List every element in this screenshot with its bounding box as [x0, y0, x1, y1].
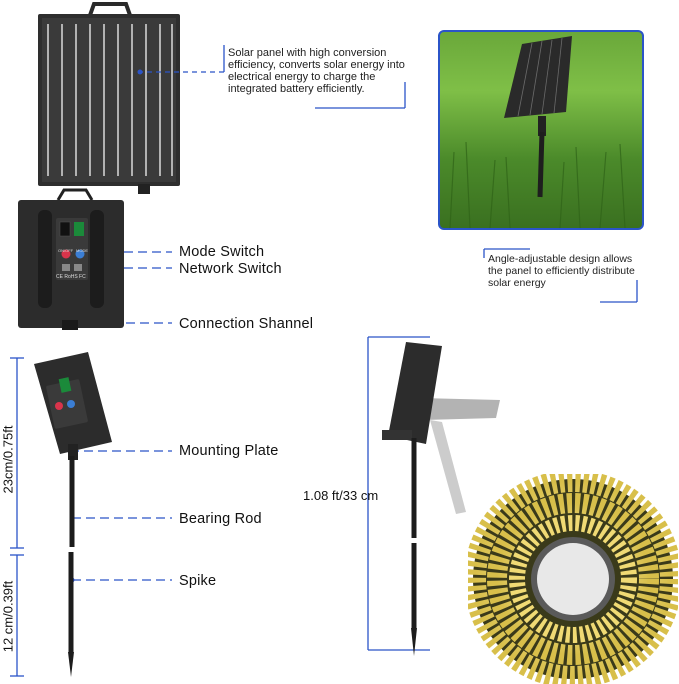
total-height-dimension: 1.08 ft/33 cm — [303, 488, 379, 503]
upper-height-dimension: 23cm/0.75ft — [0, 425, 16, 494]
garden-photo — [438, 30, 644, 230]
lower-height-dimension: 12 cm/0.39ft — [0, 580, 16, 653]
led-string-coil-image — [468, 474, 678, 684]
angle-callout: Angle-adjustable design allows the panel… — [488, 253, 635, 289]
assembled-stake-image — [30, 352, 130, 682]
tilt-stake-image — [380, 338, 510, 658]
mode-switch-label: Mode Switch — [179, 244, 265, 260]
solar-panel-callout: Solar panel with high conversion efficie… — [228, 47, 405, 95]
certification-text: CE RoHS FC — [56, 274, 86, 280]
mode-text: MODE — [76, 248, 88, 253]
bearing-rod-label: Bearing Rod — [179, 511, 262, 527]
control-box-image: ON/OFF MODE CE RoHS FC — [16, 188, 126, 330]
network-switch-label: Network Switch — [179, 261, 282, 277]
on-off-text: ON/OFF — [58, 248, 74, 253]
spike-label: Spike — [179, 573, 217, 589]
connection-channel-label: Connection Shannel — [179, 316, 314, 332]
solar-panel-image — [34, 0, 184, 195]
mounting-plate-label: Mounting Plate — [179, 443, 279, 459]
